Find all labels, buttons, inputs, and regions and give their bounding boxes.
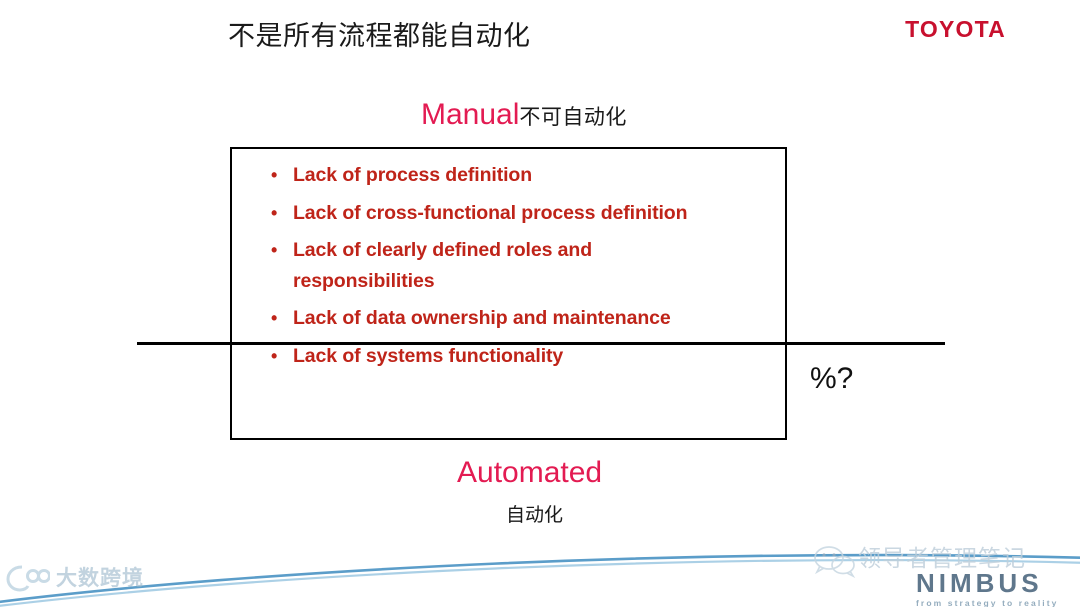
nimbus-tagline: from strategy to reality (916, 598, 1059, 607)
nimbus-brand-name: NIMBUS (916, 568, 1043, 598)
manual-reasons-box: Lack of process definition Lack of cross… (230, 147, 787, 440)
reason-text: Lack of clearly defined roles and (293, 239, 593, 261)
watermark-wechat-account-name: 领导者管理笔记 (858, 545, 1026, 571)
manual-label-english: Manual (421, 98, 520, 131)
reason-text: Lack of cross-functional process definit… (293, 201, 688, 224)
watermark-left: 大数跨境 (6, 563, 144, 593)
manual-label: Manual不可自动化 (421, 100, 627, 130)
list-item: Lack of data ownership and maintenance (271, 307, 771, 329)
wechat-icon (814, 546, 856, 578)
manual-label-chinese: 不可自动化 (519, 106, 627, 129)
nimbus-logo: NIMBUS from strategy to reality (916, 570, 1059, 607)
watermark-right: 领导者管理笔记 NIMBUS from strategy to reality (812, 538, 1080, 607)
list-item: Lack of process definition (271, 164, 771, 186)
dashukuajing-logo-icon (6, 565, 50, 592)
reason-text: Lack of systems functionality (293, 344, 564, 367)
list-item: Lack of systems functionality (271, 344, 771, 367)
toyota-logo: TOYOTA (905, 16, 1006, 42)
page-title: 不是所有流程都能自动化 (228, 21, 531, 51)
reason-text: Lack of process definition (293, 164, 533, 186)
reason-text-continued: responsibilities (293, 269, 435, 292)
list-item: Lack of cross-functional process definit… (271, 201, 771, 224)
list-item: Lack of clearly defined roles and respon… (271, 239, 771, 292)
reason-list: Lack of process definition Lack of cross… (271, 164, 771, 384)
percent-question-annotation: %? (810, 362, 854, 395)
automated-label-chinese: 自动化 (506, 505, 564, 526)
reason-text: Lack of data ownership and maintenance (293, 307, 671, 329)
watermark-left-text: 大数跨境 (56, 566, 144, 590)
automation-threshold-line (137, 342, 945, 345)
automated-label-english: Automated (457, 456, 603, 489)
